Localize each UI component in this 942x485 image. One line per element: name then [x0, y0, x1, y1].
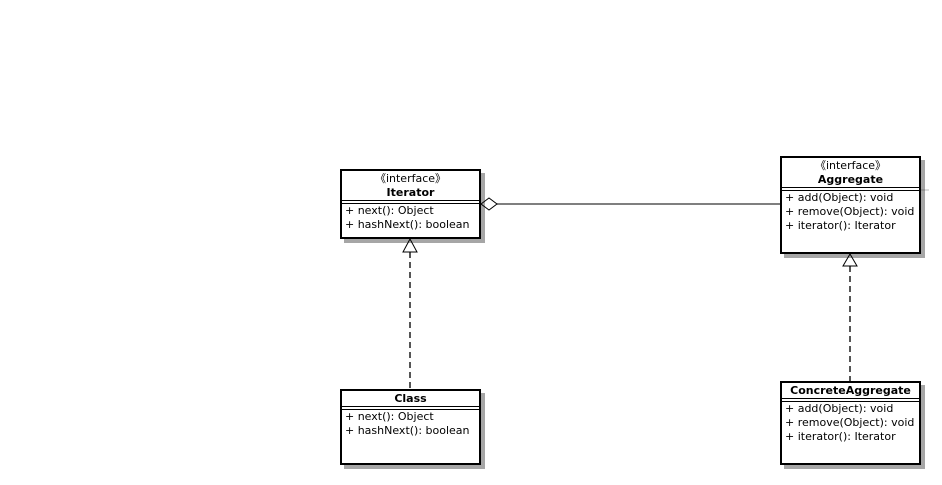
aggregate-header: 《interface》 Aggregate	[782, 158, 919, 191]
concrete-aggregate-methods: + add(Object): void + remove(Object): vo…	[782, 402, 919, 444]
aggregate-name: Aggregate	[817, 173, 884, 186]
aggregate-stereotype: 《interface》	[814, 159, 887, 172]
class-header: Class	[342, 391, 479, 410]
iterator-header: 《interface》 Iterator	[342, 171, 479, 204]
aggregate-interface-box[interactable]: 《interface》 Aggregate + add(Object): voi…	[780, 156, 921, 254]
concrete-aggregate-name: ConcreteAggregate	[790, 384, 911, 397]
class-method: + next(): Object	[345, 410, 434, 423]
concrete-aggregate-header: ConcreteAggregate	[782, 383, 919, 402]
aggregate-method: + remove(Object): void	[785, 205, 915, 218]
concrete-aggregate-box[interactable]: ConcreteAggregate + add(Object): void + …	[780, 381, 921, 465]
iterator-method: + next(): Object	[345, 204, 434, 217]
class-method: + hashNext(): boolean	[345, 424, 470, 437]
iterator-method: + hashNext(): boolean	[345, 218, 470, 231]
realization-arrowhead-iterator	[402, 237, 418, 253]
aggregate-method: + iterator(): Iterator	[785, 219, 896, 232]
concrete-aggregate-method: + add(Object): void	[785, 402, 894, 415]
concrete-aggregate-method: + iterator(): Iterator	[785, 430, 896, 443]
class-methods: + next(): Object + hashNext(): boolean	[342, 410, 479, 438]
iterator-methods: + next(): Object + hashNext(): boolean	[342, 204, 479, 232]
aggregation-diamond	[480, 197, 498, 211]
class-name: Class	[394, 392, 427, 405]
iterator-interface-box[interactable]: 《interface》 Iterator + next(): Object + …	[340, 169, 481, 239]
iterator-stereotype: 《interface》	[374, 172, 447, 185]
aggregate-methods: + add(Object): void + remove(Object): vo…	[782, 191, 919, 233]
aggregate-method: + add(Object): void	[785, 191, 894, 204]
iterator-name: Iterator	[386, 186, 435, 199]
concrete-aggregate-method: + remove(Object): void	[785, 416, 915, 429]
realization-arrowhead-aggregate	[842, 253, 858, 267]
class-box[interactable]: Class + next(): Object + hashNext(): boo…	[340, 389, 481, 465]
